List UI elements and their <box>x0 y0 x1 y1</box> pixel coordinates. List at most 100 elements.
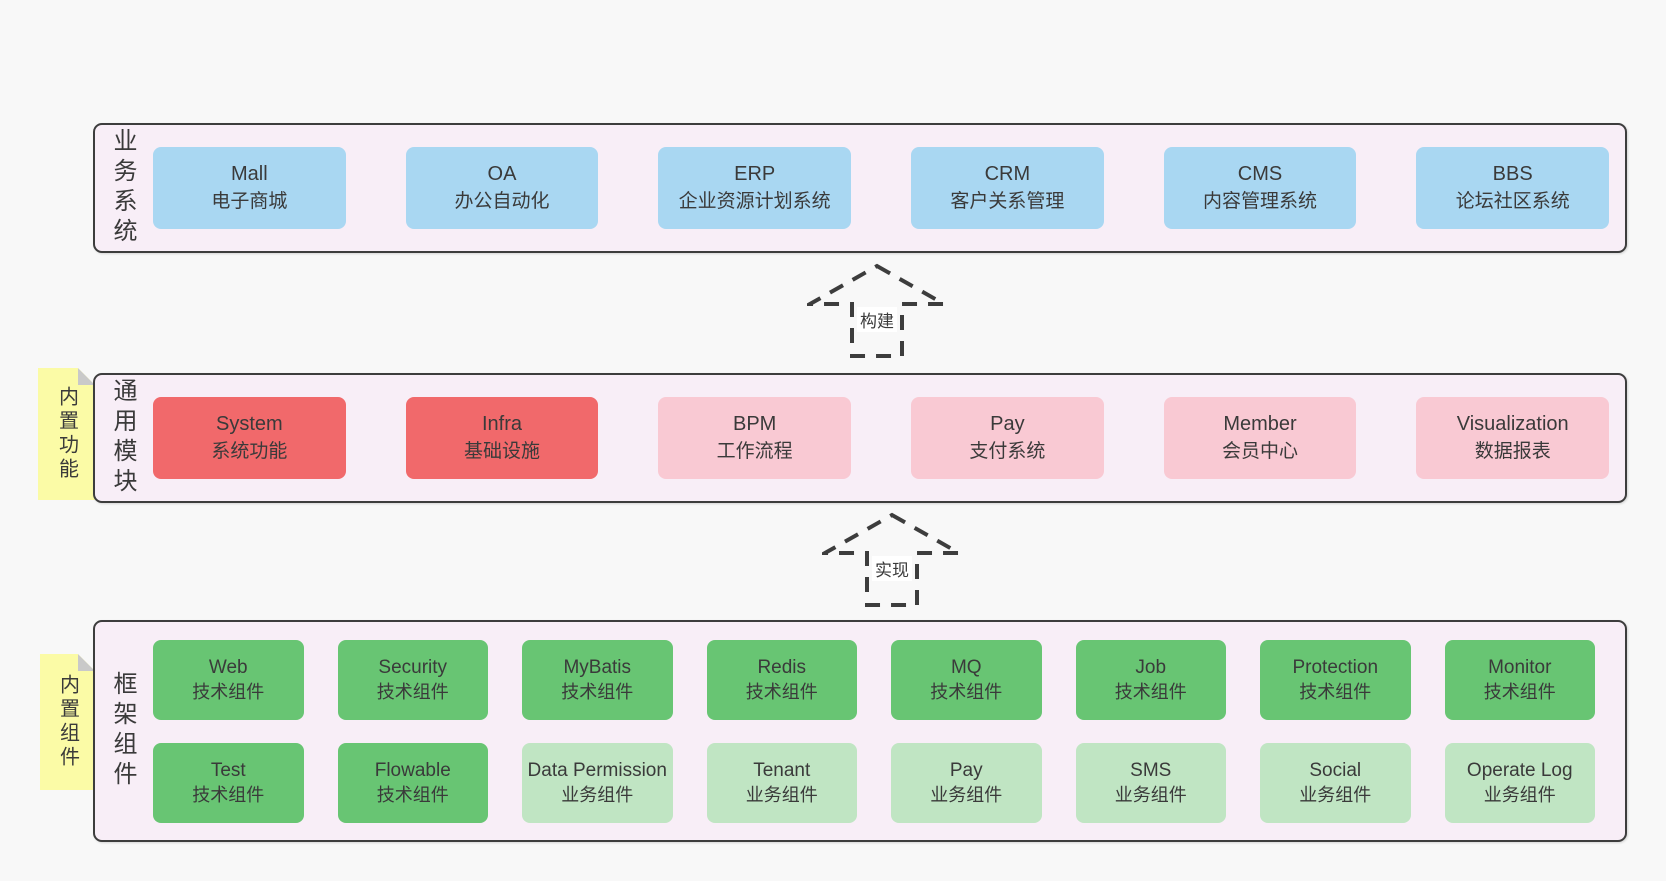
component-name: Member <box>1223 413 1297 435</box>
component-name: ERP <box>734 163 776 185</box>
component-name: Pay <box>990 413 1025 435</box>
component-type: 技术组件 <box>376 784 449 805</box>
build-arrow-label: 构建 <box>857 307 897 332</box>
framework-components-boxes: Web 技术组件 Security 技术组件 MyBatis 技术组件 Redi… <box>139 639 1625 823</box>
component-box-bbs: BBS 论坛社区系统 <box>1416 147 1610 229</box>
component-type: 客户关系管理 <box>950 191 1065 212</box>
component-type: 技术组件 <box>376 681 449 702</box>
component-box-redis: Redis 技术组件 <box>706 639 857 720</box>
component-type: 技术组件 <box>192 784 265 805</box>
component-box-social: Social 业务组件 <box>1260 742 1411 823</box>
component-type: 技术组件 <box>1483 681 1556 702</box>
common-modules-label: 通用模块 <box>109 378 136 498</box>
business-systems-label: 业务系统 <box>109 128 136 248</box>
component-name: Security <box>378 656 448 678</box>
component-name: CMS <box>1237 163 1283 185</box>
component-box-monitor: Monitor 技术组件 <box>1444 639 1595 720</box>
component-type: 办公自动化 <box>454 191 550 212</box>
built-in-components-note-label: 内置组件 <box>56 674 79 770</box>
built-in-components-note: 内置组件 <box>40 654 95 790</box>
component-name: Social <box>1309 759 1362 781</box>
component-name: Flowable <box>374 759 451 781</box>
component-box-bpm: BPM 工作流程 <box>658 397 852 479</box>
component-name: Operate Log <box>1466 759 1573 781</box>
component-type: 业务组件 <box>1114 784 1187 805</box>
common-modules-boxes: System 系统功能 Infra 基础设施 BPM 工作流程 Pay 支付系统… <box>139 397 1625 479</box>
common-modules-row: System 系统功能 Infra 基础设施 BPM 工作流程 Pay 支付系统… <box>153 397 1613 479</box>
component-name: Monitor <box>1488 656 1552 678</box>
component-box-infra: Infra 基础设施 <box>405 397 599 479</box>
framework-components-row-2: Test 技术组件 Flowable 技术组件 Data Permission … <box>153 742 1613 823</box>
component-box-crm: CRM 客户关系管理 <box>911 147 1104 229</box>
component-box-data-permission: Data Permission 业务组件 <box>522 742 673 823</box>
component-type: 电子商城 <box>211 191 288 212</box>
component-name: Pay <box>949 759 983 781</box>
business-systems-panel: 业务系统 Mall 电子商城 OA 办公自动化 ERP 企业资源计划系统 CRM… <box>93 123 1627 253</box>
component-type: 论坛社区系统 <box>1455 191 1570 212</box>
component-box-protection: Protection 技术组件 <box>1260 639 1411 720</box>
up-arrow-icon <box>807 263 947 358</box>
component-box-cms: CMS 内容管理系统 <box>1163 147 1357 229</box>
component-name: Job <box>1135 656 1167 678</box>
component-box-visualization: Visualization 数据报表 <box>1416 397 1610 479</box>
component-type: 业务组件 <box>1483 784 1556 805</box>
component-type: 技术组件 <box>930 681 1003 702</box>
component-type: 技术组件 <box>745 681 818 702</box>
component-type: 业务组件 <box>561 784 634 805</box>
component-name: Test <box>210 759 246 781</box>
component-name: BPM <box>733 413 777 435</box>
built-in-features-note-label: 内置功能 <box>55 386 78 482</box>
business-systems-row: Mall 电子商城 OA 办公自动化 ERP 企业资源计划系统 CRM 客户关系… <box>153 147 1613 229</box>
component-type: 业务组件 <box>745 784 818 805</box>
component-name: Visualization <box>1456 413 1569 435</box>
component-type: 企业资源计划系统 <box>678 191 831 212</box>
component-name: CRM <box>984 163 1031 185</box>
component-box-mall: Mall 电子商城 <box>153 147 346 229</box>
component-name: Mall <box>231 163 268 185</box>
component-name: Redis <box>757 656 807 678</box>
component-type: 支付系统 <box>969 441 1046 462</box>
component-box-sms: SMS 业务组件 <box>1075 742 1226 823</box>
component-type: 技术组件 <box>192 681 265 702</box>
component-name: System <box>215 413 283 435</box>
component-box-pay: Pay 业务组件 <box>891 742 1042 823</box>
framework-components-panel: 框架组件 Web 技术组件 Security 技术组件 MyBatis 技术组件… <box>93 620 1627 842</box>
component-name: Tenant <box>753 759 811 781</box>
component-box-job: Job 技术组件 <box>1075 639 1226 720</box>
component-name: Infra <box>481 413 523 435</box>
component-type: 技术组件 <box>561 681 634 702</box>
component-type: 工作流程 <box>716 441 793 462</box>
component-name: SMS <box>1130 759 1172 781</box>
component-type: 技术组件 <box>1299 681 1372 702</box>
component-name: BBS <box>1492 163 1533 185</box>
component-box-mybatis: MyBatis 技术组件 <box>522 639 673 720</box>
component-type: 系统功能 <box>211 441 288 462</box>
component-box-mq: MQ 技术组件 <box>891 639 1042 720</box>
component-box-member: Member 会员中心 <box>1163 397 1357 479</box>
component-box-system: System 系统功能 <box>153 397 346 479</box>
component-type: 基础设施 <box>464 441 541 462</box>
component-box-security: Security 技术组件 <box>337 639 488 720</box>
component-type: 会员中心 <box>1222 441 1299 462</box>
implement-arrow: 实现 <box>822 512 962 608</box>
component-type: 技术组件 <box>1114 681 1187 702</box>
common-modules-panel: 通用模块 System 系统功能 Infra 基础设施 BPM 工作流程 Pay… <box>93 373 1627 503</box>
component-name: Protection <box>1292 656 1379 678</box>
framework-components-label: 框架组件 <box>109 671 136 791</box>
component-box-web: Web 技术组件 <box>153 639 304 720</box>
component-name: OA <box>487 163 517 185</box>
component-box-operate-log: Operate Log 业务组件 <box>1444 742 1595 823</box>
component-type: 业务组件 <box>1299 784 1372 805</box>
built-in-features-note: 内置功能 <box>38 368 95 500</box>
component-name: Web <box>208 656 248 678</box>
component-name: MQ <box>950 656 982 678</box>
component-box-test: Test 技术组件 <box>153 742 304 823</box>
component-type: 内容管理系统 <box>1203 191 1318 212</box>
component-name: Data Permission <box>527 759 667 781</box>
business-systems-boxes: Mall 电子商城 OA 办公自动化 ERP 企业资源计划系统 CRM 客户关系… <box>139 147 1625 229</box>
framework-components-row-1: Web 技术组件 Security 技术组件 MyBatis 技术组件 Redi… <box>153 639 1613 720</box>
up-arrow-icon <box>822 512 962 607</box>
component-box-erp: ERP 企业资源计划系统 <box>658 147 852 229</box>
component-name: MyBatis <box>563 656 632 678</box>
component-box-pay: Pay 支付系统 <box>911 397 1104 479</box>
